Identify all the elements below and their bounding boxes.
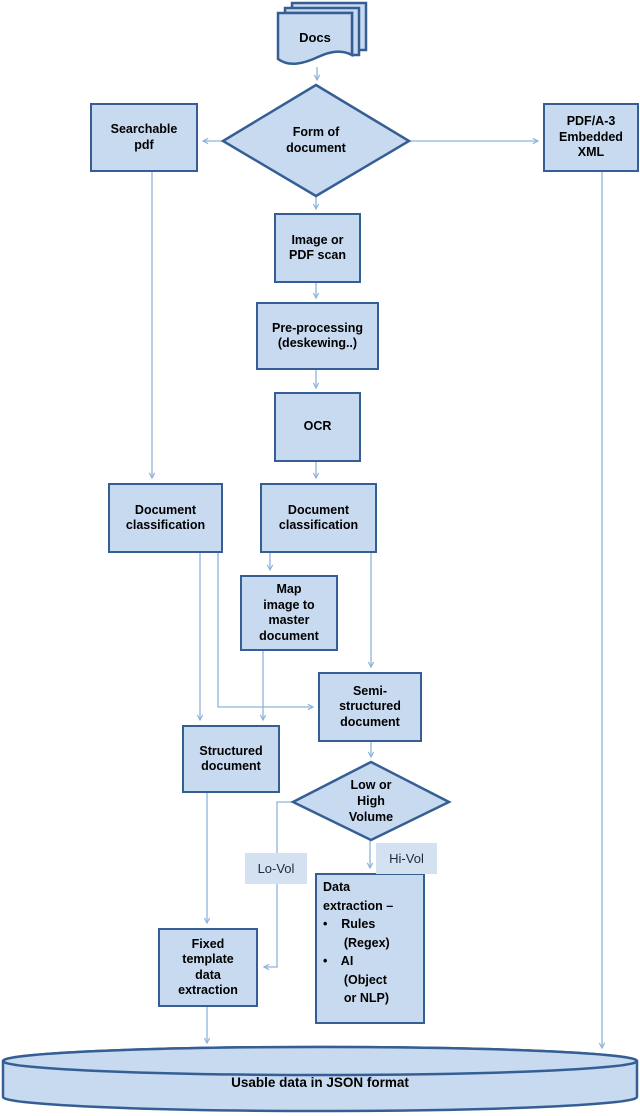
docs-label: Docs (299, 29, 331, 45)
node-label: Document classification (278, 502, 359, 533)
node-label: Document classification (125, 502, 206, 533)
low-or-high-volume-diamond (290, 760, 452, 842)
docs-page-front (276, 11, 354, 65)
node-label: Semi- structured document (339, 683, 401, 729)
form-of-document-label: Form of document (286, 124, 346, 155)
edge-label-lo-vol: Lo-Vol (245, 853, 307, 884)
node-document-classification-right: Document classification (260, 483, 377, 553)
node-data-extraction: Data extraction – • Rules (Regex) • AI (… (315, 873, 425, 1024)
node-label: PDF/A-3 Embedded XML (559, 114, 623, 160)
node-label: OCR (303, 419, 332, 434)
node-pre-processing: Pre-processing (deskewing..) (256, 302, 379, 370)
node-image-or-pdf-scan: Image or PDF scan (274, 213, 361, 283)
node-map-image-to-master: Map image to master document (240, 575, 338, 651)
node-label: Fixed template data extraction (178, 936, 238, 998)
cylinder-top (1, 1045, 639, 1077)
arrow-volume-to-fixed-template (264, 801, 293, 967)
arrow-classification-left-to-semi-structured (217, 553, 313, 707)
node-label: Structured document (199, 743, 263, 774)
form-of-document-diamond (220, 83, 412, 198)
docs-shape (276, 1, 368, 65)
low-or-high-volume-label: Low or High Volume (348, 778, 394, 824)
node-fixed-template-extraction: Fixed template data extraction (158, 928, 258, 1007)
node-label: Pre-processing (deskewing..) (271, 320, 363, 351)
usable-data-label: Usable data in JSON format (231, 1074, 409, 1090)
node-ocr: OCR (274, 392, 361, 462)
node-searchable-pdf: Searchable pdf (90, 103, 198, 172)
node-label: Map image to master document (259, 582, 319, 643)
node-semi-structured-document: Semi- structured document (318, 672, 422, 742)
node-label: Image or PDF scan (289, 232, 346, 263)
node-document-classification-left: Document classification (108, 483, 223, 553)
edge-label-hi-vol: Hi-Vol (376, 843, 437, 874)
node-structured-document: Structured document (182, 725, 280, 793)
usable-data-cylinder (1, 1045, 639, 1113)
node-pdfa3-embedded-xml: PDF/A-3 Embedded XML (543, 103, 639, 172)
node-label: Data extraction – • Rules (Regex) • AI (… (323, 880, 394, 1005)
node-label: Searchable pdf (110, 122, 178, 152)
